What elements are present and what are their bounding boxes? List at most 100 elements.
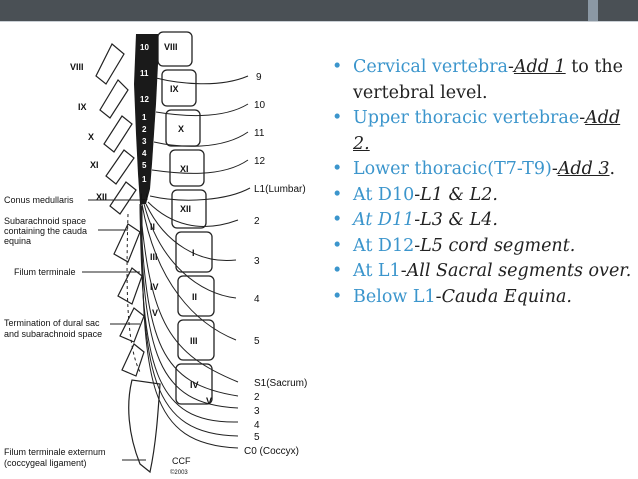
bullet-item: Upper thoracic vertebrae-Add 2. <box>332 106 632 157</box>
cord-segment-label: 1 <box>142 175 147 184</box>
bullet-seg: Add 3 <box>557 159 610 179</box>
callout-subarachnoid-1: Subarachnoid space <box>4 216 86 226</box>
nerve-label: C0 (Coccyx) <box>244 446 299 457</box>
bullet-seg: L1 & L2. <box>420 184 498 205</box>
nerve-roots <box>139 75 251 449</box>
body-label: XII <box>180 204 191 214</box>
bullet-item: Below L1-Cauda Equina. <box>332 285 632 311</box>
bullet-seg: - <box>400 261 407 281</box>
title-bar-dark-strip <box>0 0 588 21</box>
lumbar-body-label: II <box>192 292 197 302</box>
callout-filum-externum-1: Filum terminale externum <box>4 447 106 457</box>
bullet-item: Lower thoracic(T7-T9)-Add 3. <box>332 157 632 183</box>
cord-segment-label: 3 <box>142 137 147 146</box>
callout-subarachnoid-3: equina <box>4 236 31 246</box>
cord-segment-label: 5 <box>142 161 147 170</box>
bullet-item: At D11-L3 & L4. <box>332 208 632 234</box>
nerve-label: 11 <box>254 128 265 139</box>
nerve-label: L1(Lumbar) <box>254 184 306 195</box>
bullet-seg: L3 & L4. <box>420 210 498 230</box>
nerve-label: 5 <box>254 432 260 443</box>
nerve-label: 3 <box>254 256 260 267</box>
bullet-seg: Add 1 <box>513 57 566 77</box>
bullet-seg: At D12 <box>353 235 415 256</box>
spinous-processes <box>95 43 145 377</box>
callout-conus-medullaris: Conus medullaris <box>4 195 74 205</box>
bullet-seg: - <box>551 159 558 179</box>
bullet-seg: Cauda Equina. <box>441 286 572 307</box>
cord-segment-label: 2 <box>142 125 147 134</box>
cord-segment-label: 12 <box>140 95 149 104</box>
title-bar-rule <box>0 21 638 22</box>
bullet-seg: Below L1 <box>353 286 436 307</box>
lumbar-spinous-label: V <box>152 308 158 318</box>
lumbar-body-label: III <box>190 336 198 346</box>
callout-filum-terminale: Filum terminale <box>14 267 76 277</box>
body-label: XI <box>180 164 189 174</box>
callout-subarachnoid-2: containing the cauda <box>4 226 87 236</box>
bullet-item: At D12-L5 cord segment. <box>332 234 632 260</box>
cord-segment-label: 1 <box>142 113 147 122</box>
title-bar <box>0 0 638 22</box>
lumbar-spinous-label: IV <box>150 282 159 292</box>
cord-segment-labels: 10 11 12 1 2 3 4 5 1 <box>140 43 149 184</box>
nerve-label: 2 <box>254 216 260 227</box>
figure-credit-year: ©2003 <box>170 469 188 476</box>
spinal-cord <box>134 34 158 204</box>
lumbar-spinous-label: II <box>150 222 155 232</box>
spinous-label: IX <box>78 102 87 112</box>
bullet-seg: - <box>435 286 442 307</box>
bullet-seg: Upper thoracic vertebrae <box>353 108 580 128</box>
sacrum-outline <box>128 379 161 474</box>
callout-filum-externum-2: (coccygeal ligament) <box>4 458 87 468</box>
callout-labels: Conus medullaris Subarachnoid space cont… <box>4 195 106 468</box>
bullet-seg: - <box>579 108 586 128</box>
bullet-seg: Cervical vertebra <box>353 57 508 77</box>
bullet-seg: . <box>609 159 616 179</box>
bullet-seg: All Sacral segments over. <box>406 261 632 281</box>
spinous-label: VIII <box>70 62 84 72</box>
bullet-seg: L5 cord segment. <box>420 235 576 256</box>
nerve-root-labels: 9 10 11 12 L1(Lumbar) 2 3 4 5 S1(Sacrum)… <box>244 72 307 457</box>
nerve-label: 10 <box>254 100 266 111</box>
lumbar-body-label: I <box>192 248 195 258</box>
cord-segment-label: 10 <box>140 43 149 52</box>
body-label: X <box>178 124 184 134</box>
bullet-seg: Lower thoracic(T7-T9) <box>353 159 552 179</box>
bullet-item: Cervical vertebra-Add 1 to the vertebral… <box>332 55 632 106</box>
cord-segment-label: 11 <box>140 69 149 78</box>
nerve-label: 9 <box>256 72 262 83</box>
title-bar-side-block <box>598 0 638 21</box>
body-label: IX <box>170 84 179 94</box>
nerve-label: 4 <box>254 420 260 431</box>
bullet-item: At D10-L1 & L2. <box>332 183 632 209</box>
bullet-seg: At L1 <box>353 261 401 281</box>
spine-diagram: VIII IX X XI XII VIII IX X XI XII I II I… <box>4 31 307 476</box>
bullet-list: Cervical vertebra-Add 1 to the vertebral… <box>332 55 632 310</box>
spinous-label: XI <box>90 160 99 170</box>
spinous-label: X <box>88 132 94 142</box>
spinous-label: XII <box>96 192 107 202</box>
nerve-label: 12 <box>254 156 266 167</box>
nerve-label: 2 <box>254 392 260 403</box>
bullet-seg: to the vertebral level. <box>353 57 624 103</box>
bullet-seg: - <box>414 235 421 256</box>
bullet-seg: - <box>508 57 514 77</box>
bullet-seg: - <box>414 210 421 230</box>
nerve-label: 3 <box>254 406 260 417</box>
lumbar-body-label: V <box>206 396 212 406</box>
lumbar-spinous-label: LI <box>140 192 148 202</box>
lumbar-spinous-label: III <box>150 252 158 262</box>
bullet-seg: Add 2. <box>353 108 621 154</box>
bullet-seg: - <box>414 184 421 205</box>
spinal-cord-figure: VIII IX X XI XII VIII IX X XI XII I II I… <box>0 24 320 479</box>
body-label: VIII <box>164 42 178 52</box>
callout-dural-sac-2: and subarachnoid space <box>4 329 102 339</box>
figure-credit: CCF <box>172 456 191 466</box>
bullet-item: At L1-All Sacral segments over. <box>332 259 632 285</box>
callout-dural-sac-1: Termination of dural sac <box>4 318 100 328</box>
bullet-seg: At D10 <box>353 184 415 205</box>
vertebral-bodies <box>157 31 215 405</box>
cord-segment-label: 4 <box>142 149 147 158</box>
nerve-label: 4 <box>254 294 260 305</box>
